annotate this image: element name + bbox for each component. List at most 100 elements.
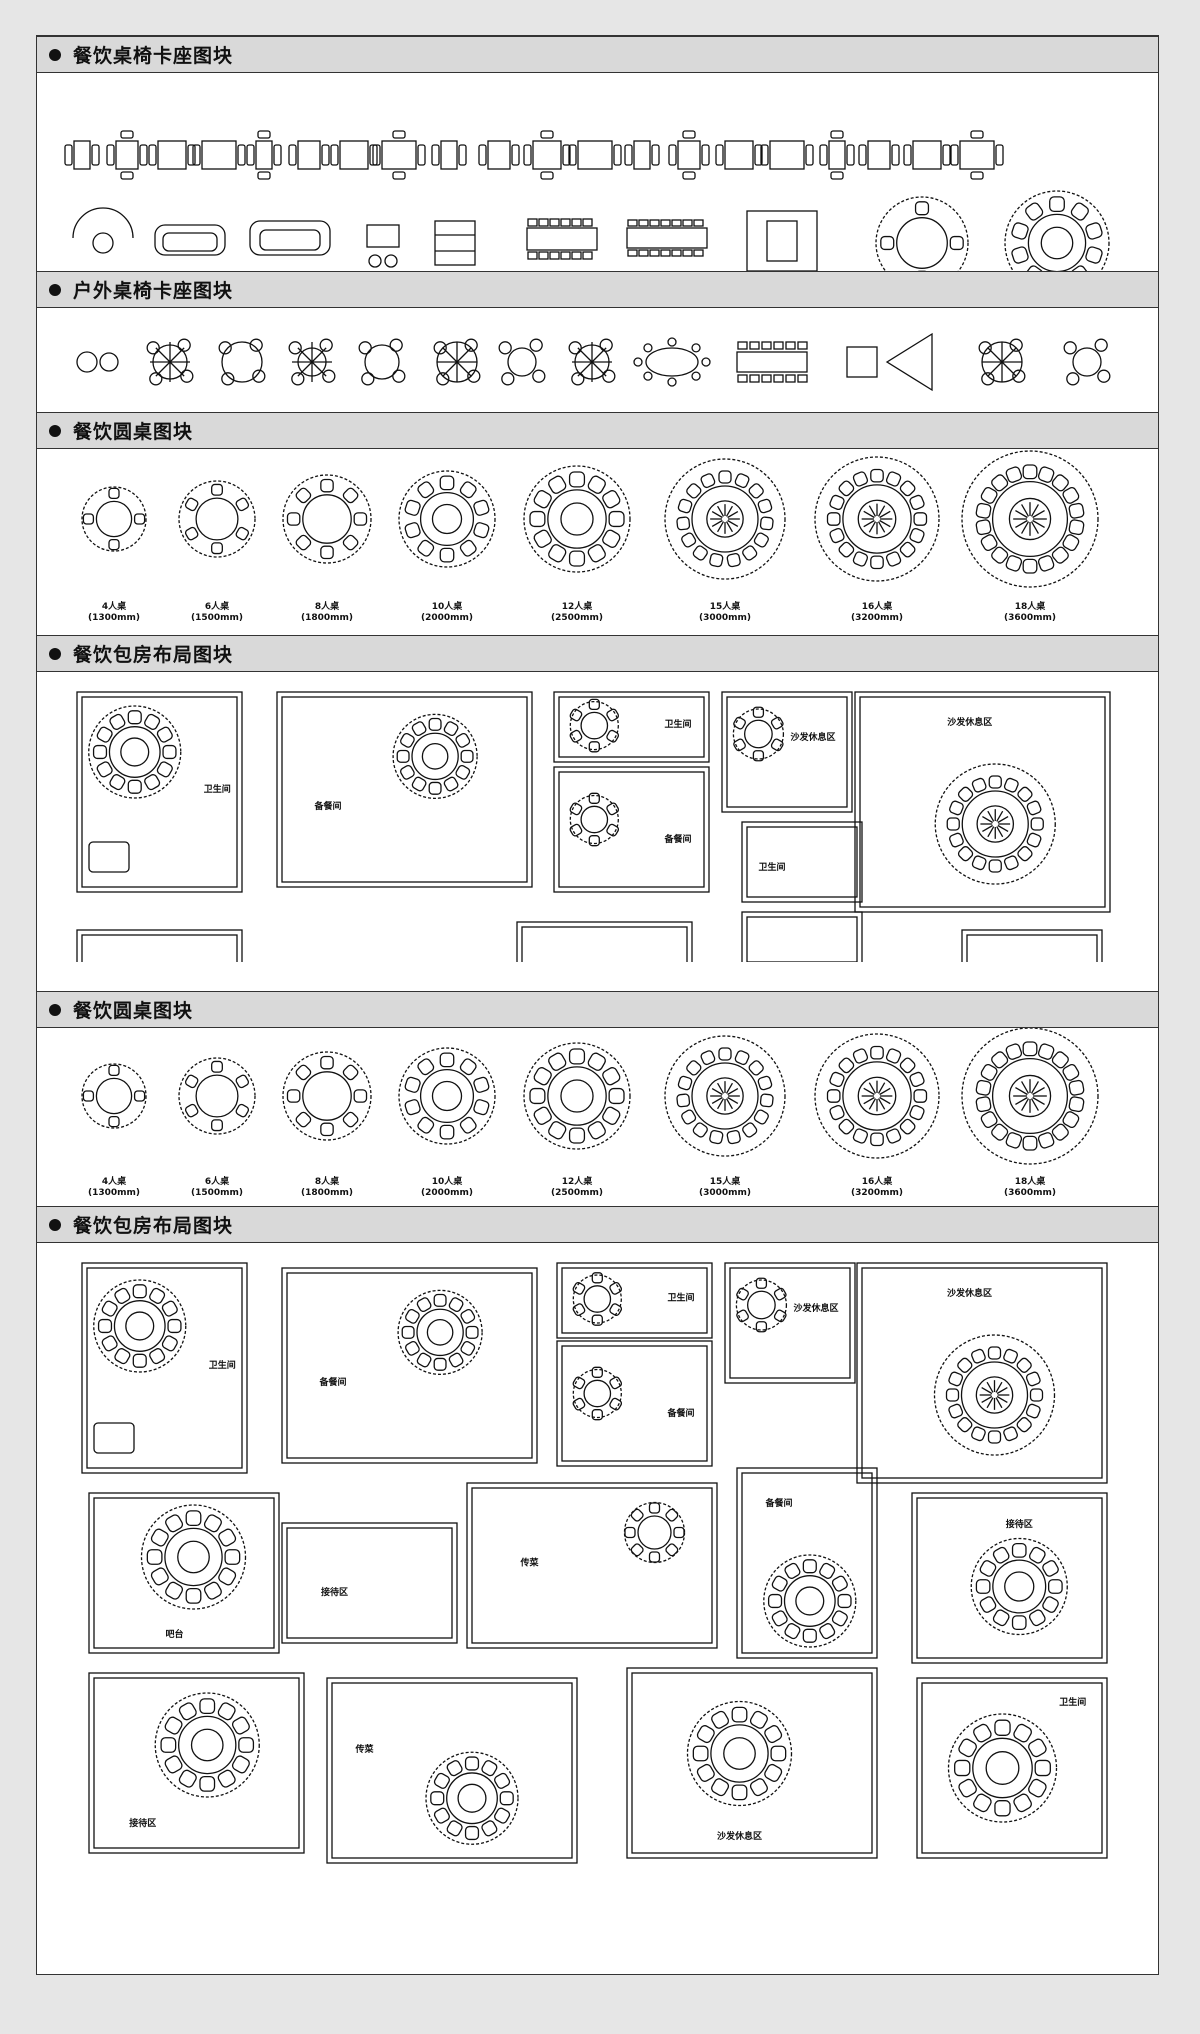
booth-symbol [246, 130, 282, 180]
chair [1070, 265, 1089, 271]
chair [120, 130, 134, 139]
chair [1025, 1371, 1041, 1387]
chair [108, 487, 120, 500]
chair [288, 144, 297, 166]
sofa [93, 1422, 135, 1454]
table-outline [282, 474, 372, 564]
chair [569, 802, 583, 816]
room-round-table [572, 1366, 623, 1421]
chair [1017, 846, 1033, 862]
chair [533, 1106, 552, 1125]
chair [852, 551, 869, 567]
chair [602, 529, 621, 548]
chair [1068, 1079, 1085, 1096]
room-plan: 沙发休息区 [854, 691, 1111, 913]
chair [286, 1089, 301, 1103]
chair [235, 1074, 250, 1089]
booth-symbol [715, 140, 763, 170]
outdoor-symbol [76, 351, 119, 373]
table-size-label: (3000mm) [699, 1188, 751, 1198]
chair [846, 144, 855, 166]
chair [742, 1122, 758, 1138]
table-outline [569, 794, 619, 845]
table-size-label: (1800mm) [301, 1188, 353, 1198]
room-plan: 备餐间 [553, 766, 710, 893]
chair [464, 1756, 480, 1771]
room-label: 备餐间 [318, 1376, 346, 1388]
chair [837, 1593, 852, 1609]
round-tables-drawing: 4人桌(1300mm)6人桌(1500mm)8人桌(1800mm)10人桌(20… [81, 450, 1099, 623]
booth-symbol [192, 140, 246, 170]
chair [1005, 1043, 1023, 1060]
chair [1025, 1403, 1041, 1419]
chair [1003, 1348, 1018, 1364]
table-top [95, 1077, 133, 1115]
booth-symbol [624, 140, 660, 170]
chair [448, 1297, 464, 1313]
chair [749, 1710, 768, 1729]
room-plan: 接待区 [281, 1522, 458, 1644]
chair [819, 144, 828, 166]
chair [701, 144, 710, 166]
lazy-susan [706, 500, 744, 538]
chair [1022, 1135, 1038, 1151]
chair [1011, 246, 1029, 264]
chair [665, 1543, 679, 1557]
chair [1003, 855, 1019, 871]
chair [165, 1581, 184, 1600]
chair [676, 1093, 691, 1108]
chair [572, 1282, 586, 1295]
chair [428, 781, 442, 795]
outdoor-symbol [218, 338, 266, 386]
chair [1011, 1543, 1027, 1558]
chair [975, 1079, 992, 1096]
room-label: 卫生间 [209, 1359, 236, 1371]
table-top [769, 140, 805, 170]
chair [1013, 1793, 1032, 1813]
chair [431, 144, 440, 166]
room-plan [76, 929, 243, 962]
section-title: 餐饮桌椅卡座图块 [73, 45, 234, 67]
chair [353, 512, 368, 526]
catalog-sheet: 餐饮桌椅卡座图块 户外桌椅卡座图块 餐饮圆桌图块 4人桌(1300mm)6人桌(… [36, 35, 1159, 1975]
table-top [164, 1527, 223, 1587]
chair [218, 1528, 237, 1547]
chair [764, 1763, 783, 1782]
chair [752, 706, 765, 718]
chair [92, 744, 108, 760]
chair [899, 480, 916, 497]
table-outline [93, 1279, 187, 1373]
table-name-label: 16人桌 [862, 1175, 894, 1187]
chair [767, 1593, 783, 1609]
table-size-label: (1500mm) [191, 613, 243, 623]
chair [417, 144, 426, 166]
chair [588, 792, 600, 804]
chair [127, 710, 142, 725]
round-table-blocks: 4人桌(1300mm)6人桌(1500mm)8人桌(1800mm)10人桌(20… [37, 449, 1158, 635]
table-name-label: 16人桌 [862, 600, 894, 612]
chair [540, 171, 554, 180]
chair [838, 541, 855, 558]
table-top [339, 140, 369, 170]
chair [224, 1549, 241, 1565]
table-outline [1004, 190, 1110, 271]
chair [417, 1116, 435, 1134]
table-size-label: (1300mm) [88, 1188, 140, 1198]
table-top [961, 790, 1029, 858]
chair [1003, 777, 1019, 793]
table-top [302, 1071, 352, 1121]
chair [320, 1122, 334, 1137]
chair [757, 1075, 773, 1091]
chair [392, 130, 406, 139]
chair [948, 1371, 964, 1387]
chair [342, 1111, 359, 1128]
chair [1013, 1723, 1032, 1743]
room-round-table [569, 698, 620, 753]
chair [852, 1048, 869, 1064]
chair [609, 1397, 623, 1411]
bullet-icon [49, 647, 61, 660]
chair [404, 522, 421, 539]
chair [609, 1303, 623, 1316]
long-table-symbol [626, 219, 708, 257]
round-tables-drawing-2: 4人桌(1300mm)6人桌(1500mm)8人桌(1800mm)10人桌(20… [81, 1028, 1099, 1198]
